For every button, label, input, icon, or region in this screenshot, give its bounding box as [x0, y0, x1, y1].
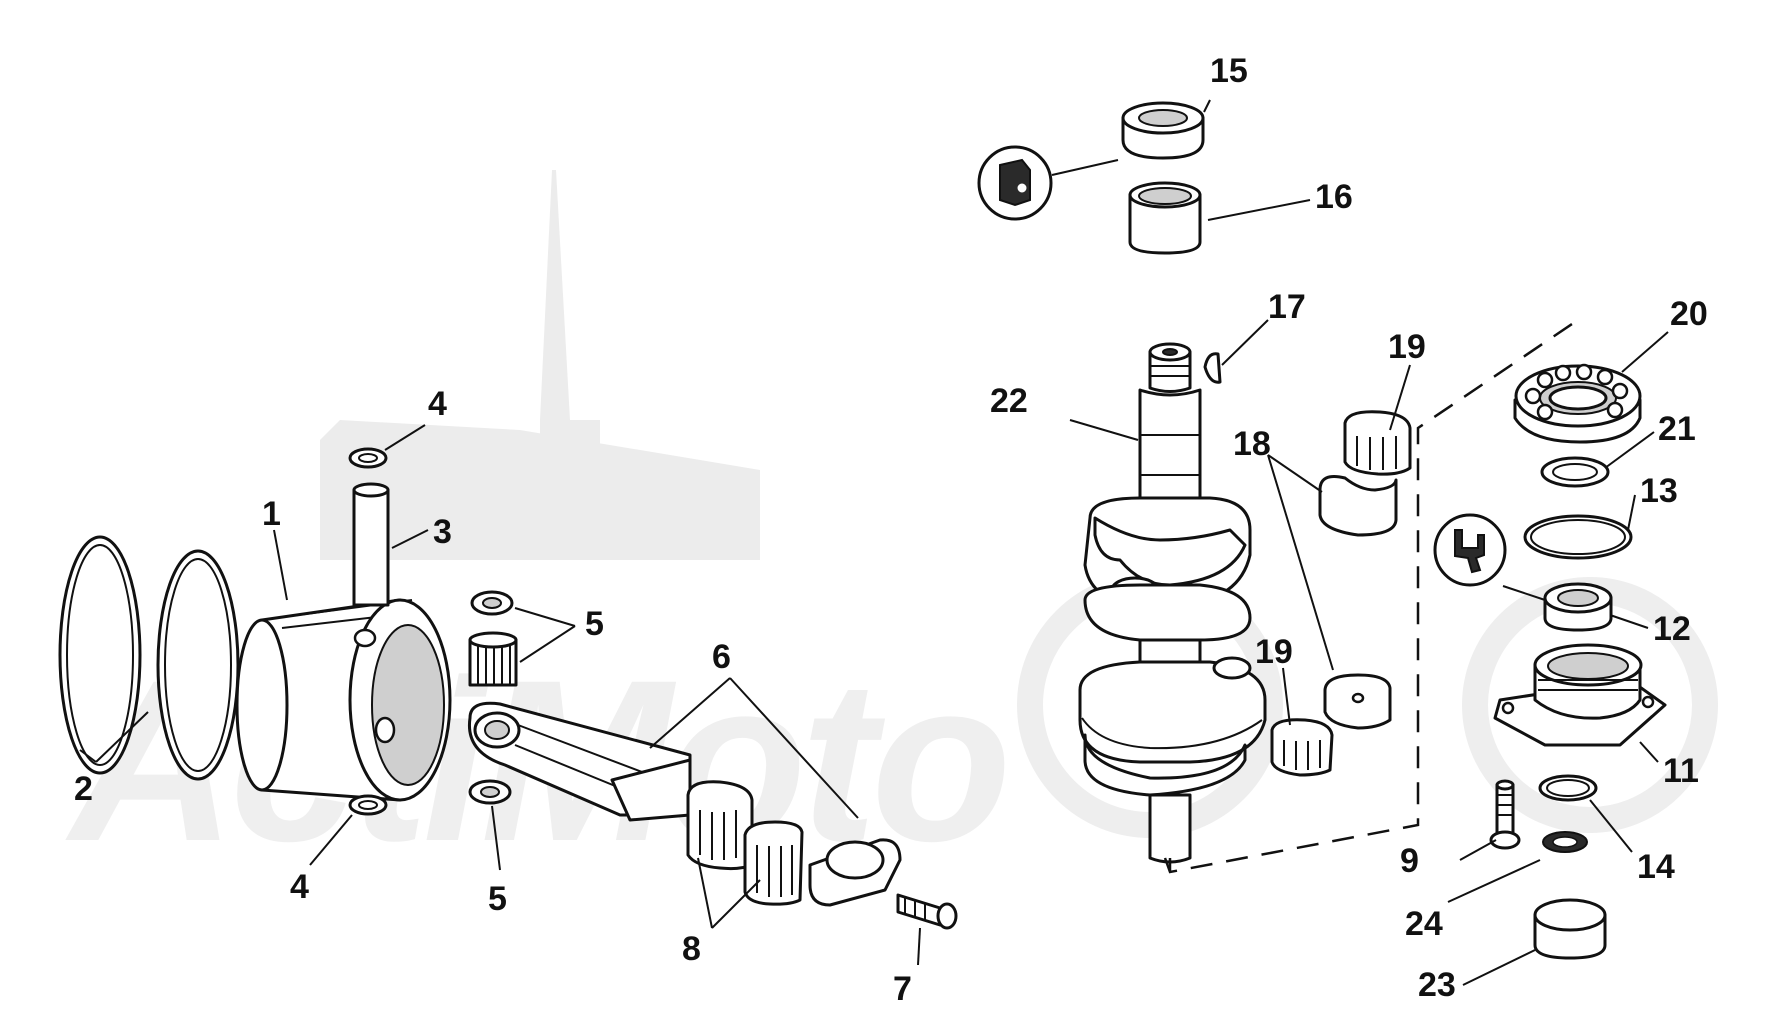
detail-inset-seal [1433, 513, 1507, 587]
callout-19-bottom: 19 [1255, 633, 1293, 671]
callout-16: 16 [1315, 178, 1353, 216]
oil-seal-top [1121, 101, 1205, 160]
bearing-housing [1493, 643, 1667, 747]
piston [235, 598, 452, 802]
bearing-race-lower [1323, 673, 1392, 730]
watermark-skyline [320, 420, 760, 560]
callout-24: 24 [1405, 905, 1443, 943]
snap-ring [1540, 456, 1610, 488]
piston-pin [352, 482, 390, 607]
o-ring-small [1538, 774, 1598, 802]
thrust-washer-bottom [468, 779, 512, 805]
callout-8: 8 [682, 930, 701, 968]
callout-7: 7 [893, 970, 912, 1008]
callout-15: 15 [1210, 52, 1248, 90]
woodruff-key [1203, 352, 1222, 384]
callout-18: 18 [1233, 425, 1271, 463]
callout-11: 11 [1663, 752, 1699, 790]
callout-2: 2 [74, 770, 93, 808]
needle-bearing-top [1128, 181, 1202, 255]
callout-5-top: 5 [585, 605, 604, 643]
callout-4-top: 4 [428, 385, 447, 423]
callout-22: 22 [990, 382, 1028, 420]
main-bearing-cage-upper [1343, 410, 1412, 476]
callout-13: 13 [1640, 472, 1678, 510]
callout-20: 20 [1670, 295, 1708, 333]
detail-inset-top [977, 145, 1053, 221]
bearing-race-upper [1318, 475, 1398, 537]
callout-17: 17 [1268, 288, 1306, 326]
retaining-clip-top [348, 447, 388, 469]
callout-12: 12 [1653, 610, 1691, 648]
ball-bearing [1513, 363, 1642, 444]
connecting-rod [467, 701, 692, 822]
callout-14: 14 [1637, 848, 1675, 886]
callout-5-bottom: 5 [488, 880, 507, 918]
piston-rings [58, 535, 240, 781]
rod-bearing-cage-2 [743, 820, 804, 906]
assembly-dashed-outline [1163, 320, 1576, 874]
connecting-rod-cap [808, 838, 902, 907]
end-cap [1533, 898, 1607, 960]
callout-labels: 1 2 3 4 4 5 5 6 7 8 9 11 12 13 14 15 16 … [74, 52, 1708, 1008]
needle-bearing-small [468, 631, 518, 687]
seal-small [1542, 831, 1588, 853]
housing-screw [1489, 779, 1521, 850]
crankshaft [1078, 342, 1267, 864]
callout-19-top: 19 [1388, 328, 1426, 366]
o-ring [1523, 514, 1633, 560]
callout-6: 6 [712, 638, 731, 676]
callout-4-bottom: 4 [290, 868, 309, 906]
retaining-clip-bottom [348, 794, 388, 816]
main-bearing-cage-lower [1270, 718, 1334, 777]
leader-lines [79, 99, 1669, 986]
thrust-washer-top [470, 590, 514, 616]
rod-bolt [896, 893, 958, 930]
callout-3: 3 [433, 513, 452, 551]
callout-1: 1 [262, 495, 281, 533]
seal [1543, 582, 1613, 632]
callout-23: 23 [1418, 966, 1456, 1004]
callout-9: 9 [1400, 842, 1419, 880]
callout-21: 21 [1658, 410, 1696, 448]
rod-bearing-cage-1 [686, 780, 754, 871]
